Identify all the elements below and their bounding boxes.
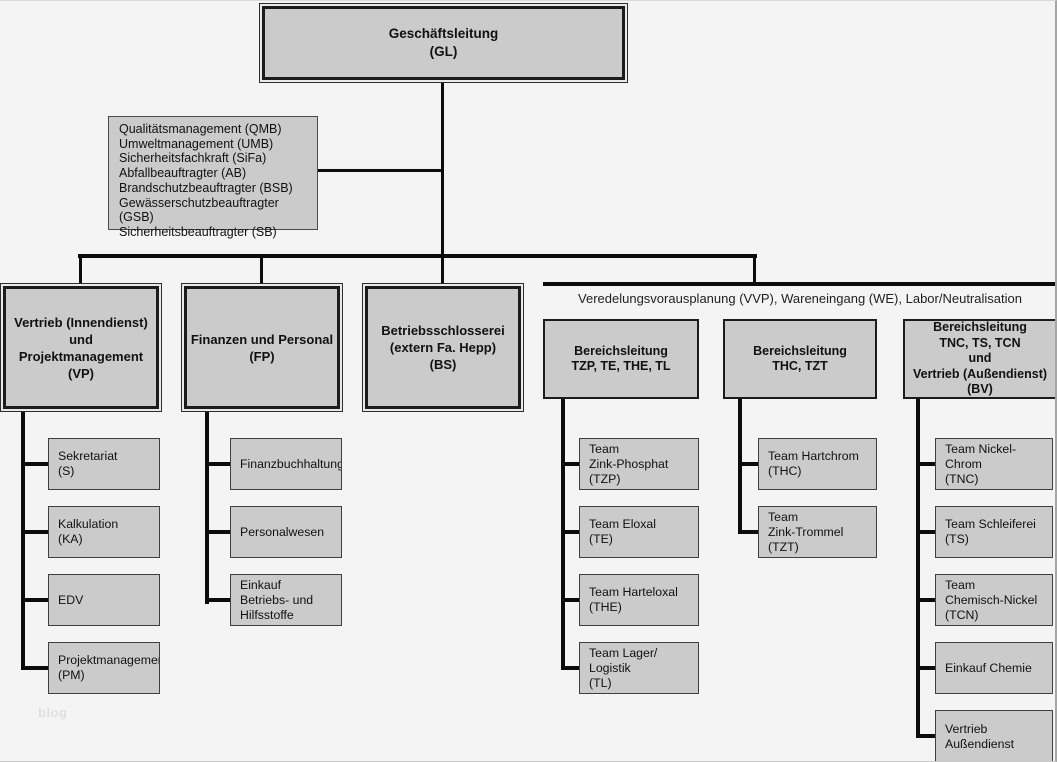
group-label-veredelung: Veredelungsvorausplanung (VVP), Warenein… <box>578 291 1022 306</box>
org-box-projektmanagement: Projektmanagement (PM) <box>48 642 160 694</box>
org-box-team-nickel-chrom: Team Nickel-Chrom (TNC) <box>935 438 1053 490</box>
staff-functions-box: Qualitätsmanagement (QMB) Umweltmanageme… <box>108 116 318 239</box>
stub <box>738 530 760 534</box>
org-box-vertrieb-aussendienst: Vertrieb Außendienst <box>935 710 1053 761</box>
org-box-edv: EDV <box>48 574 160 626</box>
org-box-einkauf-chemie: Einkauf Chemie <box>935 642 1053 694</box>
org-box-sekretariat: Sekretariat (S) <box>48 438 160 490</box>
rail-bl2 <box>738 399 742 534</box>
org-box-vertrieb-projektmanagement: Vertrieb (Innendienst) und Projektmanage… <box>3 286 159 409</box>
org-box-einkauf-betriebsstoffe: Einkauf Betriebs- und Hilfsstoffe <box>230 574 342 626</box>
stub <box>21 462 49 466</box>
stub <box>21 598 49 602</box>
org-box-kalkulation: Kalkulation (KA) <box>48 506 160 558</box>
org-box-team-harteloxal: Team Harteloxal (THE) <box>579 574 699 626</box>
org-box-finanzbuchhaltung: Finanzbuchhaltung <box>230 438 342 490</box>
connector-fp-drop <box>260 258 263 286</box>
connector-gl-drop <box>441 80 444 258</box>
org-box-team-zink-phosphat: Team Zink-Phosphat (TZP) <box>579 438 699 490</box>
org-box-finanzen-personal: Finanzen und Personal (FP) <box>184 286 340 409</box>
stub <box>916 734 937 738</box>
stub <box>21 666 49 670</box>
stub <box>21 530 49 534</box>
blog-watermark: blog <box>38 705 68 720</box>
rail-bl1 <box>561 399 565 670</box>
stub <box>916 530 937 534</box>
stub <box>916 462 937 466</box>
rail-fp <box>205 409 209 604</box>
stub <box>561 598 581 602</box>
stub <box>561 530 581 534</box>
org-box-team-schleiferei: Team Schleiferei (TS) <box>935 506 1053 558</box>
connector-group-horizontal <box>543 282 1055 286</box>
stub <box>561 666 581 670</box>
org-box-team-hartchrom: Team Hartchrom (THC) <box>758 438 877 490</box>
org-box-bereichsleitung-thc: Bereichsleitung THC, TZT <box>723 319 877 399</box>
org-box-betriebsschlosserei: Betriebsschlosserei (extern Fa. Hepp) (B… <box>365 286 521 409</box>
org-box-geschaeftsleitung: Geschäftsleitung (GL) <box>262 6 625 80</box>
org-box-bereichsleitung-tzp: Bereichsleitung TZP, TE, THE, TL <box>543 319 699 399</box>
org-box-team-eloxal: Team Eloxal (TE) <box>579 506 699 558</box>
rail-vp <box>21 409 25 670</box>
connector-vp-drop <box>79 258 82 286</box>
stub <box>205 462 232 466</box>
stub <box>205 598 232 602</box>
org-box-team-chemisch-nickel: Team Chemisch-Nickel (TCN) <box>935 574 1053 626</box>
stub <box>738 462 760 466</box>
connector-main-horizontal <box>78 254 757 258</box>
rail-bl3 <box>916 399 920 738</box>
org-box-team-zink-trommel: Team Zink-Trommel (TZT) <box>758 506 877 558</box>
org-box-personalwesen: Personalwesen <box>230 506 342 558</box>
stub <box>561 462 581 466</box>
connector-bs-drop <box>441 258 444 286</box>
connector-group-drop <box>753 258 756 285</box>
stub <box>916 598 937 602</box>
connector-staff-stub <box>318 169 442 172</box>
org-box-bereichsleitung-tnc: Bereichsleitung TNC, TS, TCN und Vertrie… <box>903 319 1055 399</box>
stub <box>916 666 937 670</box>
org-box-team-lager-logistik: Team Lager/ Logistik (TL) <box>579 642 699 694</box>
stub <box>205 530 232 534</box>
